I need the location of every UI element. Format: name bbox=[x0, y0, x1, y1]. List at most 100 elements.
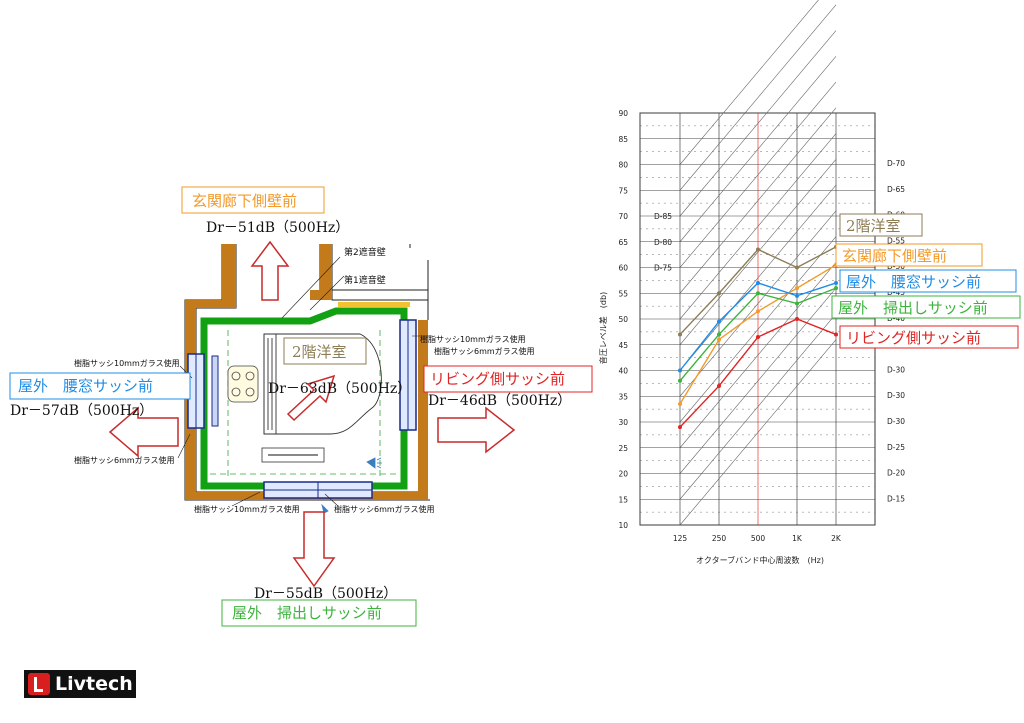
chart-x-tick: 2K bbox=[831, 534, 842, 543]
chart-x-tick: 125 bbox=[673, 534, 688, 543]
chart-legend-label: 玄関廊下側壁前 bbox=[842, 247, 947, 265]
arrow-right bbox=[437, 406, 516, 454]
chart-d-label: D-30 bbox=[887, 417, 905, 426]
chart-y-tick: 65 bbox=[618, 238, 628, 247]
chart-series-point bbox=[756, 335, 760, 340]
chart-y-tick: 15 bbox=[618, 495, 628, 504]
chart-series-point bbox=[795, 286, 799, 291]
chart-series-point bbox=[717, 332, 721, 337]
chart-series-point bbox=[756, 280, 760, 285]
chart-y-tick: 20 bbox=[618, 470, 628, 479]
chart-series-point bbox=[717, 337, 721, 342]
chart-y-tick: 75 bbox=[618, 186, 628, 195]
chart-series-point bbox=[717, 383, 721, 388]
chart-y-tick: 40 bbox=[618, 367, 628, 376]
chart-y-tick: 85 bbox=[618, 135, 628, 144]
chart-d-label: D-25 bbox=[887, 443, 905, 452]
dashed-lines bbox=[210, 330, 398, 478]
chart-series-point bbox=[678, 425, 682, 430]
note-right-top-1: 樹脂サッシ10mmガラス使用 bbox=[420, 334, 526, 344]
note-left-top: 樹脂サッシ10mmガラス使用 bbox=[74, 358, 180, 368]
chart-legend-box bbox=[835, 243, 983, 267]
arrow-down bbox=[292, 511, 336, 588]
chart-y-tick: 25 bbox=[618, 444, 628, 453]
chart-labels: D-70D-65D-60D-55D-50D-45D-40D-35D-30D-30… bbox=[654, 159, 1021, 503]
arrow-left bbox=[108, 406, 179, 458]
arrow-center bbox=[286, 374, 336, 422]
note-bottom-left: 樹脂サッシ10mmガラス使用 bbox=[194, 504, 300, 514]
chart-d-label: D-65 bbox=[887, 185, 905, 194]
chart-series-point bbox=[678, 368, 682, 373]
chart-series-point bbox=[678, 378, 682, 383]
chart-legend-box bbox=[831, 295, 1021, 319]
chart-d-curve bbox=[679, 81, 837, 268]
chart-series-point bbox=[834, 332, 838, 337]
right-value: Dr－46dB（500Hz） bbox=[428, 393, 571, 409]
bottom-label-box bbox=[221, 599, 417, 627]
left-label: 屋外 腰窓サッシ前 bbox=[18, 377, 153, 395]
chart-y-tick: 45 bbox=[618, 341, 628, 350]
top-label-box bbox=[181, 186, 325, 214]
chart-series-point bbox=[795, 301, 799, 306]
chart-d-label: D-15 bbox=[887, 494, 905, 503]
chart-d-label: D-30 bbox=[887, 365, 905, 374]
chart-x-tick: 250 bbox=[712, 534, 727, 543]
chart-series-point bbox=[795, 265, 799, 270]
chart-series-point bbox=[756, 291, 760, 296]
chart-d-curve bbox=[679, 184, 837, 371]
chart-series-point bbox=[756, 247, 760, 252]
chart-d-label: D-85 bbox=[654, 212, 672, 221]
sign-board bbox=[261, 447, 325, 463]
note-bottom-right: 樹脂サッシ6mmガラス使用 bbox=[334, 504, 435, 514]
chart-series-point bbox=[795, 293, 799, 298]
right-label: リビング側サッシ前 bbox=[430, 370, 565, 388]
chart-d-curve bbox=[679, 262, 837, 448]
chart-legend-box bbox=[839, 325, 1019, 349]
chart-legend-label: リビング側サッシ前 bbox=[846, 329, 981, 347]
logo-text: Livtech bbox=[55, 673, 133, 695]
chart-d-curve bbox=[679, 339, 837, 526]
chart-series-point bbox=[834, 286, 838, 291]
chart-d-label: D-50 bbox=[887, 262, 905, 271]
chart-y-tick: 10 bbox=[618, 521, 628, 530]
livtech-logo: Livtech bbox=[24, 670, 136, 698]
chart-series-point bbox=[717, 319, 721, 324]
chart-x-axis-label: オクターブバンド中心周波数 (Hz) bbox=[696, 555, 824, 565]
chart-d-label: D-30 bbox=[887, 391, 905, 400]
chart-d-curve bbox=[679, 0, 819, 165]
wall2-label: 第2遮音壁 bbox=[344, 246, 386, 258]
chart-series-point bbox=[678, 401, 682, 406]
green-wall bbox=[200, 307, 408, 490]
chart-x-tick: 500 bbox=[751, 534, 766, 543]
arrows bbox=[108, 240, 516, 588]
grand-piano-icon bbox=[263, 333, 382, 435]
chart-legend-box bbox=[839, 213, 923, 237]
chart-d-curve bbox=[679, 313, 837, 500]
bottom-value: Dr－55dB（500Hz） bbox=[254, 586, 397, 602]
chart-d-curve bbox=[679, 210, 837, 397]
chart-legend-box bbox=[839, 269, 1017, 293]
chart-series-point bbox=[678, 332, 682, 337]
chart-x-tick: 1K bbox=[792, 534, 803, 543]
chart-d-label: D-55 bbox=[887, 236, 905, 245]
left-value: Dr－57dB（500Hz） bbox=[10, 403, 153, 419]
chart-d-curve bbox=[679, 107, 837, 294]
chart-legend-label: 2階洋室 bbox=[846, 217, 901, 235]
chart-y-tick: 35 bbox=[618, 392, 628, 401]
chart-y-tick: 90 bbox=[618, 109, 628, 118]
top-value: Dr－51dB（500Hz） bbox=[206, 220, 349, 236]
chart-y-tick: 55 bbox=[618, 289, 628, 298]
chart-d-curve bbox=[679, 159, 837, 345]
room-value: Dr－63dB（500Hz） bbox=[268, 381, 411, 397]
brown-wall-top bbox=[310, 244, 332, 300]
note-left-bottom: 樹脂サッシ6mmガラス使用 bbox=[74, 455, 175, 465]
chart-legend-label: 屋外 掃出しサッシ前 bbox=[838, 299, 988, 317]
chart-y-tick: 60 bbox=[618, 264, 628, 273]
room-label: 2階洋室 bbox=[292, 343, 347, 361]
chart-d-curve bbox=[679, 133, 837, 320]
bottom-label: 屋外 掃出しサッシ前 bbox=[232, 604, 382, 622]
right-label-box bbox=[423, 365, 593, 393]
chart-series bbox=[678, 244, 838, 430]
